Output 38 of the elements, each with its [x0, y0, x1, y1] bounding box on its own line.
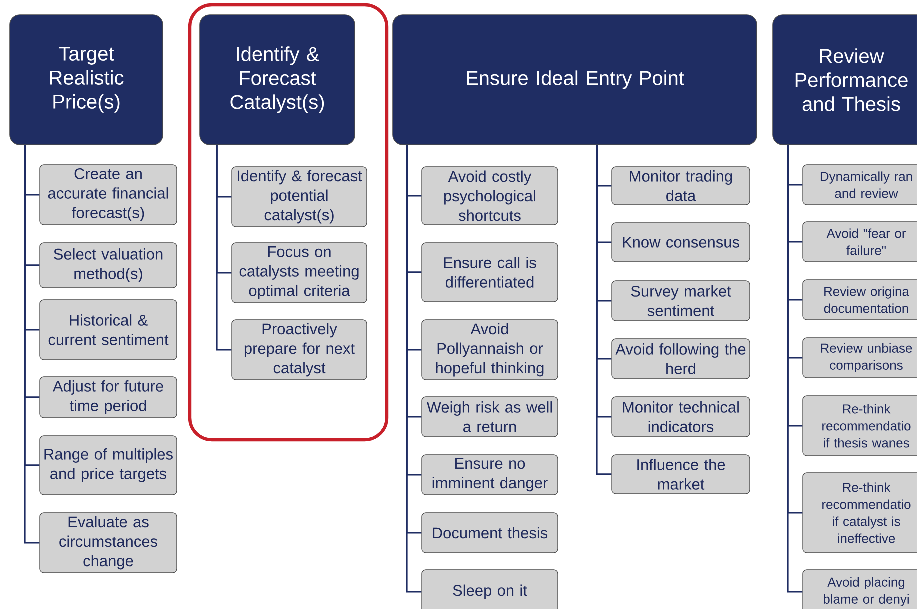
step-box: Evaluate as circumstances change	[40, 512, 178, 574]
step-box: Select valuation method(s)	[40, 242, 178, 288]
step-box: Influence the market	[612, 454, 750, 494]
connector-line	[787, 145, 803, 593]
step-box: Re-think recommendatio if catalyst is ineffective	[802, 472, 917, 554]
step-box: Identify & forecast potential catalyst(s)	[232, 166, 368, 228]
step-box: Avoid costly psychological shortcuts	[422, 166, 558, 226]
step-box: Review origina documentation	[802, 280, 917, 320]
step-box: Avoid following the herd	[612, 338, 750, 380]
step-box: Avoid Pollyannaish or hopeful thinking	[422, 320, 558, 380]
step-box: Avoid "fear or failure"	[802, 222, 917, 262]
step-box: Avoid placing blame or denyi	[802, 570, 917, 609]
connector-line	[216, 145, 232, 351]
connector-line	[596, 145, 612, 476]
step-box: Focus on catalysts meeting optimal criteria	[232, 242, 368, 304]
heading-box: Target Realistic Price(s)	[10, 14, 164, 146]
step-box: Historical & current sentiment	[40, 300, 178, 360]
step-box: Sleep on it	[422, 570, 558, 609]
step-box: Ensure call is differentiated	[422, 242, 558, 302]
step-box: Know consensus	[612, 222, 750, 262]
step-box: Monitor trading data	[612, 166, 750, 206]
highlight-frame	[188, 3, 389, 442]
step-box: Document thesis	[422, 512, 558, 554]
step-box: Survey market sentiment	[612, 280, 750, 322]
heading-box: Review Performance and Thesis	[772, 14, 917, 146]
step-box: Ensure no imminent danger	[422, 454, 558, 496]
step-box: Review unbiase comparisons	[802, 338, 917, 378]
step-box: Adjust for future time period	[40, 376, 178, 418]
step-box: Range of multiples and price targets	[40, 436, 178, 496]
step-box: Monitor technical indicators	[612, 396, 750, 438]
step-box: Create an accurate financial forecast(s)	[40, 164, 178, 226]
connector-line	[24, 145, 40, 544]
heading-box: Identify & Forecast Catalyst(s)	[200, 14, 356, 146]
step-box: Weigh risk as well a return	[422, 396, 558, 438]
heading-box: Ensure Ideal Entry Point	[392, 14, 758, 146]
step-box: Proactively prepare for next catalyst	[232, 320, 368, 380]
step-box: Dynamically ran and review	[802, 164, 917, 206]
step-box: Re-think recommendatio if thesis wanes	[802, 396, 917, 456]
